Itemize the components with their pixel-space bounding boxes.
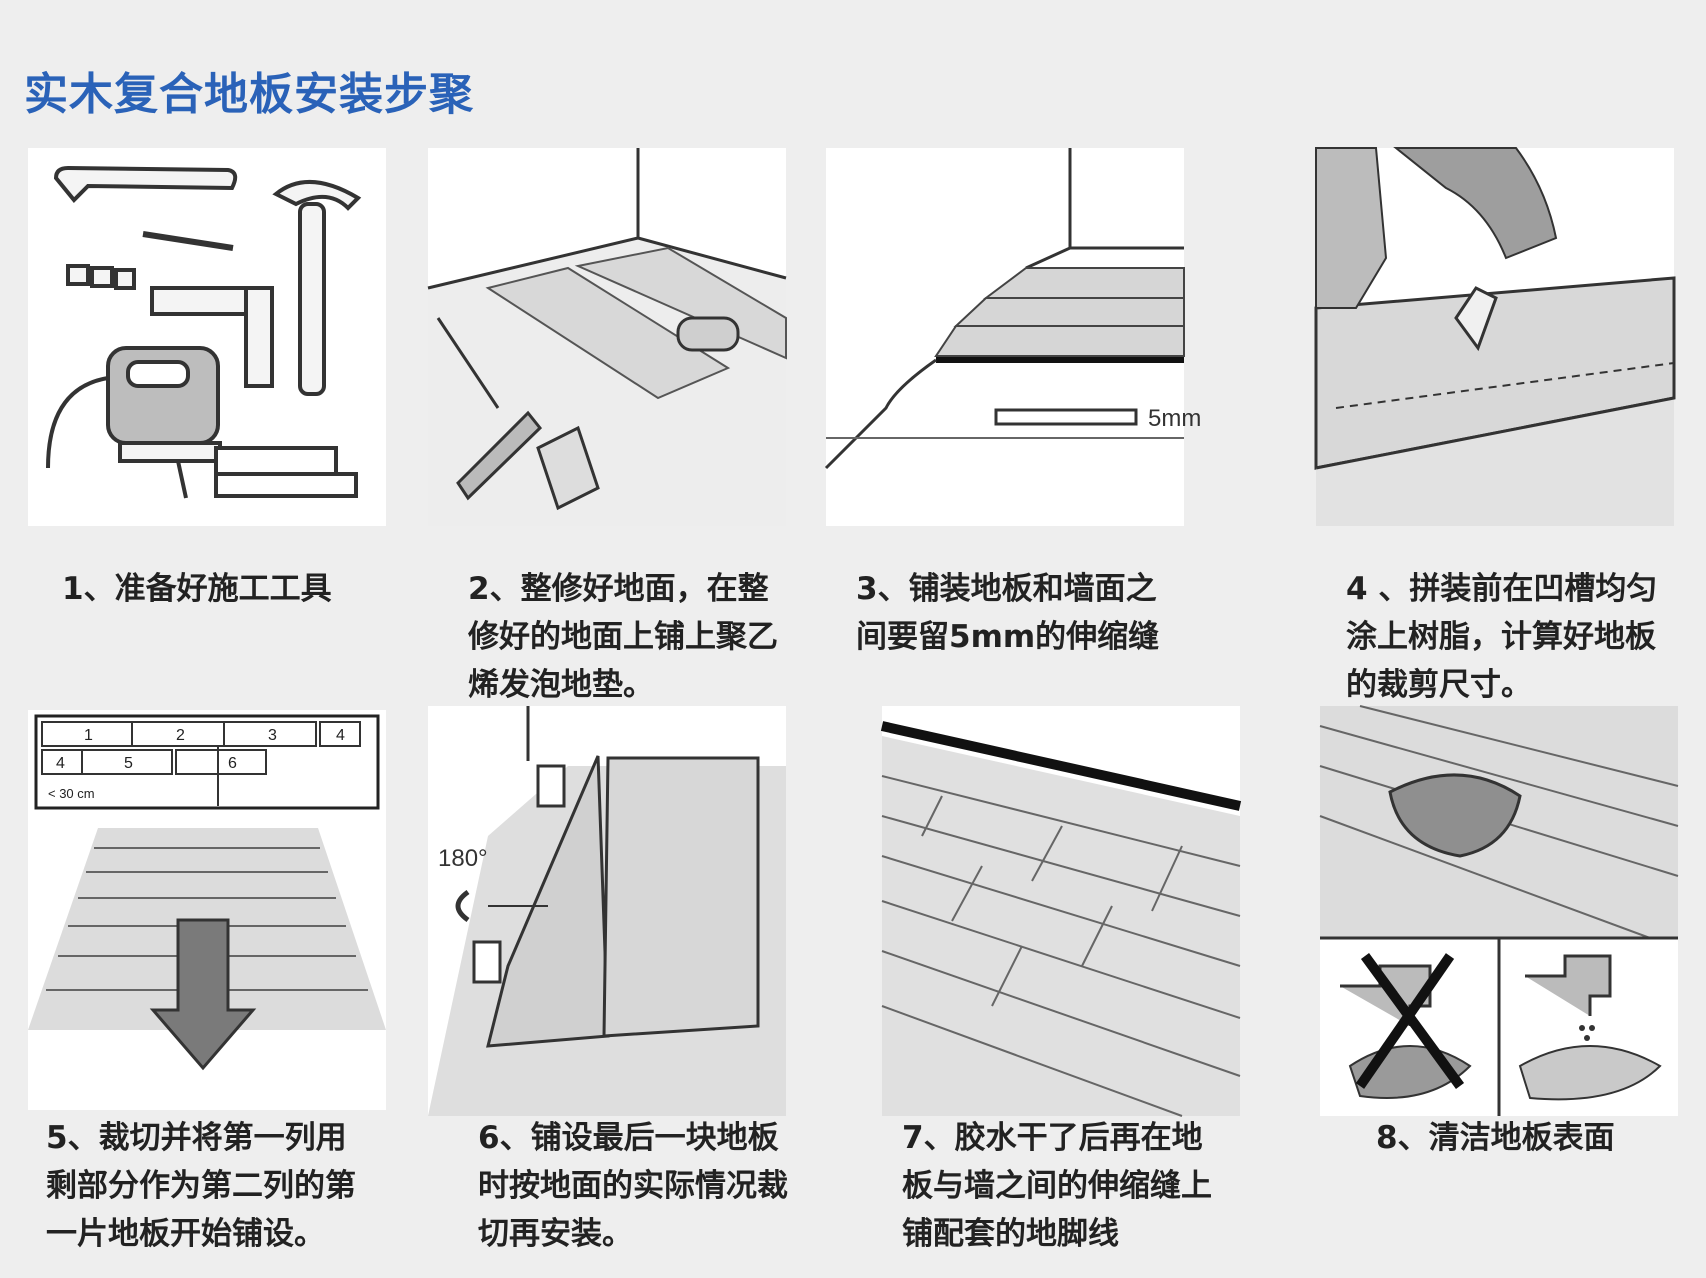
faucet-wrong-icon [1340,953,1472,1099]
step-1-illustration [28,148,386,526]
caption-line: 烯发泡地垫。 [468,667,654,703]
caption-line: 涂上树脂，计算好地板 [1346,619,1656,655]
underlay-drawing [427,148,787,526]
step-4-illustration [1314,147,1676,526]
expansion-gap-drawing: 5mm [824,148,1201,470]
last-board-drawing: 180° [428,706,786,1116]
baseboard-strip [880,721,1242,811]
step-6-caption: 6、铺设最后一块地板 时按地面的实际情况裁 切再安装。 [478,1114,788,1258]
plan-note: < 30 cm [48,786,95,801]
caption-line: 2、整修好地面，在整 [468,571,769,607]
step-3-illustration: 5mm [824,148,1201,526]
caption-line: 铺配套的地脚线 [902,1216,1119,1252]
caption-line: 时按地面的实际情况裁 [478,1168,788,1204]
step-4-caption: 4 、拼装前在凹槽均匀 涂上树脂，计算好地板 的裁剪尺寸。 [1346,565,1657,709]
arrow-down-icon [149,918,257,1071]
broom-icon [456,410,543,501]
caption-line: 一片地板开始铺设。 [46,1216,325,1252]
jigsaw-icon [46,346,222,499]
spacers-icon [66,264,136,290]
step-7-caption: 7、胶水干了后再在地 板与墙之间的伸缩缝上 铺配套的地脚线 [902,1114,1212,1258]
step-5-illustration: 1 2 3 4 4 5 6 < 30 cm [28,710,386,1110]
plan-number: 3 [268,727,277,744]
caption-line: 6、铺设最后一块地板 [478,1120,779,1156]
step-5-caption: 5、裁切并将第一列用 剩部分作为第二列的第 一片地板开始铺设。 [46,1114,356,1258]
caption-line: 切再安装。 [478,1216,633,1252]
cloth-icon [1388,773,1522,858]
page-title: 实木复合地板安装步聚 [24,69,474,120]
caption-line: 4 、拼装前在凹槽均匀 [1346,571,1658,607]
caption-line: 剩部分作为第二列的第 [46,1168,356,1204]
plan-number: 2 [176,727,185,744]
step-2-caption: 2、整修好地面，在整 修好的地面上铺上聚乙 烯发泡地垫。 [468,565,778,709]
plan-number: 4 [336,727,345,744]
cleaning-drawing [1319,705,1679,1116]
rotate-icon [455,889,470,923]
step-7-illustration [880,706,1242,1117]
glue-drawing [1314,147,1676,526]
rotate-label: 180° [438,845,488,872]
plan-number: 5 [124,755,133,772]
caption-line: 板与墙之间的伸缩缝上 [902,1168,1212,1204]
plan-number: 1 [84,727,93,744]
step-8-caption: 8、清洁地板表面 [1376,1114,1615,1162]
baseboard-drawing [880,721,1242,1117]
faucet-correct-icon [1518,954,1662,1101]
layout-plan-drawing: 1 2 3 4 4 5 6 < 30 cm [28,714,386,1071]
roll-icon [676,316,740,352]
hammer-icon [272,180,362,396]
caption-line: 3、铺装地板和墙面之 [856,571,1157,607]
folding-rule-icon [214,446,358,498]
plan-number: 6 [228,755,237,772]
crowbar-icon [53,165,238,203]
caption-line: 1、准备好施工工具 [62,571,332,607]
caption-line: 间要留5mm的伸缩缝 [856,619,1160,655]
caption-line: 的裁剪尺寸。 [1346,667,1532,703]
chisel-icon [142,231,234,251]
step-3-caption: 3、铺装地板和墙面之 间要留5mm的伸缩缝 [856,565,1159,661]
step-8-illustration [1319,705,1679,1116]
dustpan-icon [536,425,600,511]
glue-bottle-icon [1454,286,1498,352]
gap-label: 5mm [1148,405,1201,432]
plan-number: 4 [56,755,65,772]
caption-line: 5、裁切并将第一列用 [46,1120,347,1156]
caption-line: 修好的地面上铺上聚乙 [468,619,778,655]
step-2-illustration [427,148,787,526]
arm-icon [1315,147,1388,309]
tools-drawing [46,165,362,499]
caption-line: 7、胶水干了后再在地 [902,1120,1203,1156]
step-1-caption: 1、准备好施工工具 [62,565,332,613]
caption-line: 8、清洁地板表面 [1376,1120,1615,1156]
square-ruler-icon [150,286,274,388]
step-6-illustration: 180° [428,706,786,1116]
